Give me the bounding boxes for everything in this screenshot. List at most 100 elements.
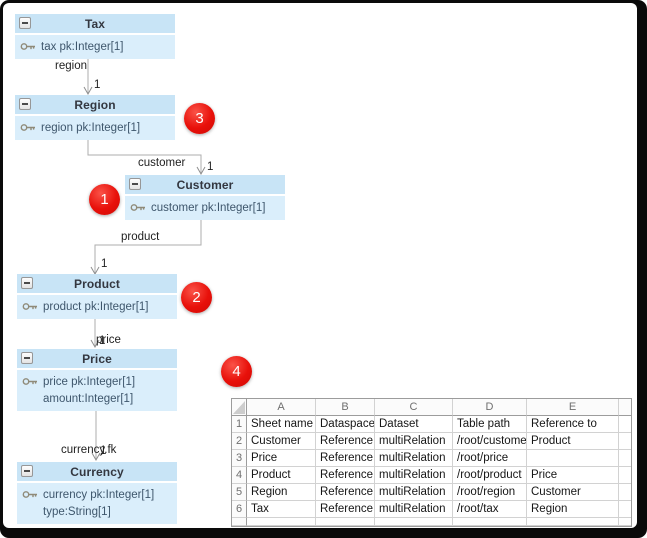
cell[interactable]: Reference [316, 450, 375, 467]
cell[interactable] [453, 518, 527, 526]
cell[interactable]: Table path [453, 416, 527, 433]
entity-product[interactable]: Product product pk:Integer[1] [17, 274, 177, 319]
select-all-corner[interactable] [232, 399, 247, 416]
cell[interactable]: multiRelation [375, 501, 453, 518]
cell[interactable] [619, 450, 631, 467]
cell[interactable] [619, 484, 631, 501]
cell[interactable]: multiRelation [375, 484, 453, 501]
cell[interactable] [527, 518, 619, 526]
entity-currency[interactable]: Currency currency pk:Integer[1] type:Str… [17, 462, 177, 524]
row-header[interactable]: 5 [232, 484, 247, 501]
entity-region[interactable]: Region region pk:Integer[1] [15, 95, 175, 140]
cell[interactable]: Region [247, 484, 316, 501]
relation-label-currency-fk: currency.fk [61, 444, 117, 456]
cell[interactable]: Product [247, 467, 316, 484]
canvas: region 1 customer 1 product 1 1 price 1 … [3, 3, 637, 528]
column-header-d[interactable]: D [453, 399, 527, 416]
collapse-icon[interactable] [19, 17, 31, 29]
entity-customer-header: Customer [125, 175, 285, 194]
cell[interactable] [316, 518, 375, 526]
entity-region-header: Region [15, 95, 175, 114]
cell[interactable] [247, 518, 316, 526]
cell[interactable]: Reference [316, 484, 375, 501]
multiplicity-customer: 1 [207, 161, 214, 173]
column-header-b[interactable]: B [316, 399, 375, 416]
column-header-a[interactable]: A [247, 399, 316, 416]
relation-label-region: region [55, 60, 87, 72]
collapse-icon[interactable] [21, 277, 33, 289]
row-header[interactable]: 4 [232, 467, 247, 484]
cell[interactable]: Reference [316, 467, 375, 484]
multiplicity-price: 1 [99, 335, 106, 347]
cell[interactable]: /root/tax [453, 501, 527, 518]
cell[interactable]: Dataspace [316, 416, 375, 433]
cell[interactable] [619, 501, 631, 518]
entity-price[interactable]: Price price pk:Integer[1] amount:Integer… [17, 349, 177, 411]
attribute-text: customer pk:Integer[1] [151, 201, 266, 214]
callout-badge-4: 4 [221, 356, 252, 387]
arrowhead-customer [197, 167, 205, 174]
row-header[interactable]: 6 [232, 501, 247, 518]
cell[interactable] [375, 518, 453, 526]
cell[interactable]: Customer [527, 484, 619, 501]
cell[interactable]: multiRelation [375, 467, 453, 484]
collapse-icon[interactable] [21, 465, 33, 477]
cell[interactable] [619, 518, 631, 526]
attribute-row: customer pk:Integer[1] [130, 199, 281, 216]
cell[interactable] [619, 467, 631, 484]
callout-badge-1: 1 [89, 184, 120, 215]
key-icon [22, 491, 37, 498]
relation-label-price: price [96, 334, 121, 346]
multiplicity-region: 1 [94, 79, 101, 91]
column-header-partial[interactable] [619, 399, 631, 416]
attribute-row: tax pk:Integer[1] [20, 38, 171, 55]
attribute-text: region pk:Integer[1] [41, 121, 141, 134]
collapse-icon[interactable] [19, 98, 31, 110]
entity-title: Region [74, 97, 116, 112]
cell[interactable] [527, 450, 619, 467]
cell[interactable]: Price [247, 450, 316, 467]
entity-title: Product [73, 276, 121, 291]
column-header-e[interactable]: E [527, 399, 619, 416]
row-header[interactable]: 2 [232, 433, 247, 450]
collapse-icon[interactable] [21, 352, 33, 364]
row-header[interactable]: 1 [232, 416, 247, 433]
cell[interactable]: /root/product [453, 467, 527, 484]
cell[interactable]: Reference [316, 501, 375, 518]
cell[interactable]: /root/customer [453, 433, 527, 450]
cell[interactable]: Tax [247, 501, 316, 518]
cell[interactable]: Customer [247, 433, 316, 450]
cell[interactable]: Product [527, 433, 619, 450]
row-header[interactable]: 3 [232, 450, 247, 467]
cell[interactable]: /root/region [453, 484, 527, 501]
corner-triangle-icon [233, 401, 245, 414]
callout-badge-3: 3 [184, 103, 215, 134]
attribute-text: currency pk:Integer[1] [43, 488, 155, 501]
cell[interactable]: Reference [316, 433, 375, 450]
entity-title: Customer [176, 177, 234, 192]
collapse-icon[interactable] [129, 178, 141, 190]
entity-title: Tax [84, 16, 106, 31]
entity-currency-body: currency pk:Integer[1] type:String[1] [17, 483, 177, 524]
key-icon [20, 43, 35, 50]
column-header-c[interactable]: C [375, 399, 453, 416]
cell[interactable] [619, 433, 631, 450]
row-header-partial[interactable] [232, 518, 247, 526]
callout-badge-2: 2 [181, 282, 212, 313]
cell[interactable] [619, 416, 631, 433]
cell[interactable]: Region [527, 501, 619, 518]
entity-price-header: Price [17, 349, 177, 368]
cell[interactable]: Price [527, 467, 619, 484]
cell[interactable]: /root/price [453, 450, 527, 467]
multiplicity-currency: 1 [100, 445, 107, 457]
key-icon [20, 124, 35, 131]
cell[interactable]: Sheet name [247, 416, 316, 433]
entity-customer[interactable]: Customer customer pk:Integer[1] [125, 175, 285, 220]
cell[interactable]: Reference to [527, 416, 619, 433]
entity-price-body: price pk:Integer[1] amount:Integer[1] [17, 370, 177, 411]
entity-tax[interactable]: Tax tax pk:Integer[1] [15, 14, 175, 59]
cell[interactable]: multiRelation [375, 433, 453, 450]
cell[interactable]: Dataset [375, 416, 453, 433]
cell[interactable]: multiRelation [375, 450, 453, 467]
multiplicity-product: 1 [101, 258, 108, 270]
